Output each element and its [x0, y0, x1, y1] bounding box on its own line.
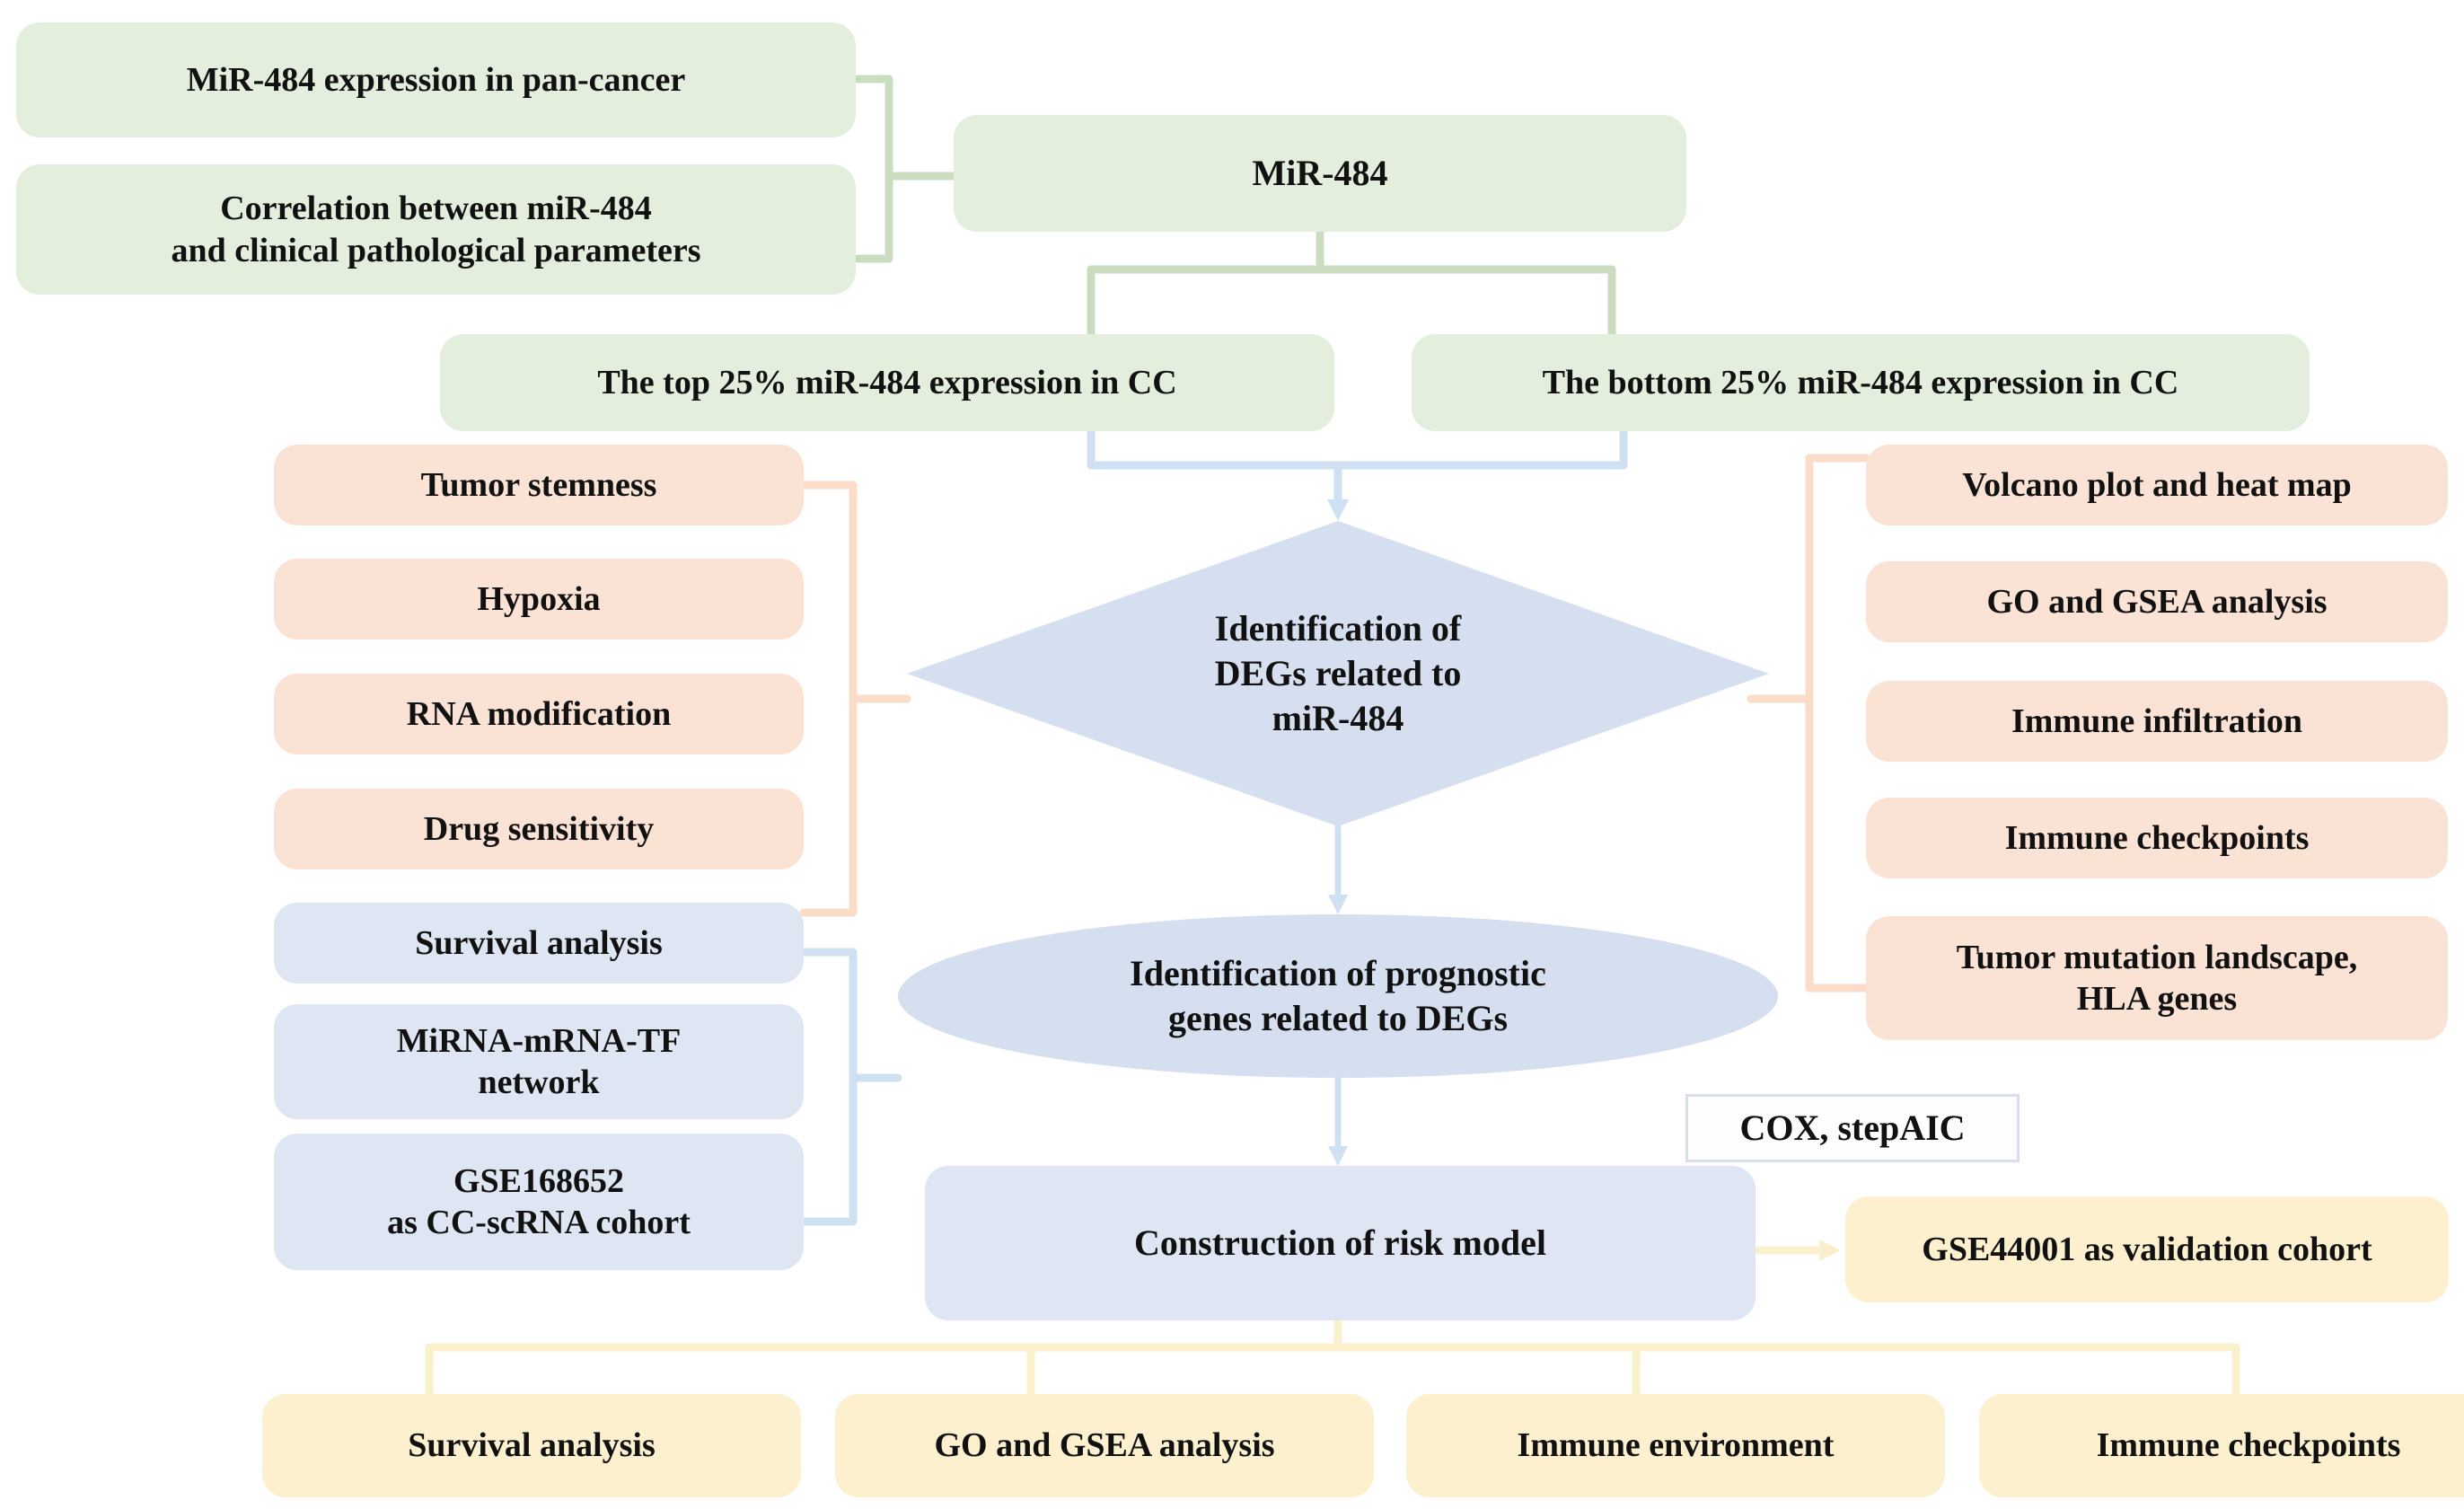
- box-correlation-clinical-parameters[interactable]: Correlation between miR-484 and clinical…: [16, 164, 856, 295]
- box-label: Immune checkpoints: [2096, 1426, 2401, 1465]
- box-label: Immune checkpoints: [2004, 818, 2310, 857]
- box-volcano-plot-heatmap[interactable]: Volcano plot and heat map: [1866, 445, 2448, 525]
- box-label: Survival analysis: [408, 1426, 656, 1465]
- note-cox-stepaic: COX, stepAIC: [1685, 1094, 2020, 1162]
- box-label: Tumor stemness: [420, 465, 657, 504]
- shape-label: Identification of DEGs related to miR-48…: [1214, 608, 1462, 738]
- connector-split-to-diamond: [1087, 425, 1628, 509]
- box-label: The bottom 25% miR-484 expression in CC: [1542, 363, 2179, 402]
- box-label: GSE168652 as CC-scRNA cohort: [387, 1161, 691, 1241]
- connector-riskmodel-to-bottom: [425, 1316, 2240, 1399]
- box-mir484-pan-cancer[interactable]: MiR-484 expression in pan-cancer: [16, 22, 856, 137]
- box-gse168652-cohort[interactable]: GSE168652 as CC-scRNA cohort: [274, 1134, 804, 1270]
- shape-identification-prognostic-genes[interactable]: Identification of prognostic genes relat…: [898, 914, 1778, 1078]
- box-root-mir484[interactable]: MiR-484: [954, 115, 1686, 232]
- connector-topleft-to-root: [853, 75, 958, 263]
- box-immune-checkpoints-bottom[interactable]: Immune checkpoints: [1979, 1394, 2464, 1497]
- arrowhead-riskmodel-to-validation: [1819, 1240, 1841, 1261]
- box-immune-checkpoints-right[interactable]: Immune checkpoints: [1866, 798, 2448, 878]
- box-tumor-stemness[interactable]: Tumor stemness: [274, 445, 804, 525]
- box-label: MiRNA-mRNA-TF network: [396, 1021, 682, 1101]
- box-hypoxia[interactable]: Hypoxia: [274, 559, 804, 640]
- box-construction-risk-model[interactable]: Construction of risk model: [925, 1166, 1756, 1320]
- arrowhead-diamond-to-ellipse: [1328, 895, 1348, 914]
- box-label: Immune environment: [1517, 1426, 1835, 1465]
- box-survival-analysis-bottom[interactable]: Survival analysis: [262, 1394, 801, 1497]
- box-label: Tumor mutation landscape, HLA genes: [1956, 938, 2358, 1018]
- ellipse-shape: [898, 914, 1778, 1078]
- connector-left-peach-bracket: [799, 481, 911, 917]
- shape-identification-degs[interactable]: Identification of DEGs related to miR-48…: [907, 521, 1769, 826]
- box-label: The top 25% miR-484 expression in CC: [597, 363, 1177, 402]
- box-label: Survival analysis: [415, 923, 663, 962]
- box-drug-sensitivity[interactable]: Drug sensitivity: [274, 789, 804, 869]
- box-label: GO and GSEA analysis: [934, 1426, 1275, 1465]
- box-label: Construction of risk model: [1134, 1222, 1546, 1263]
- box-label: GO and GSEA analysis: [1986, 582, 2328, 621]
- shape-label: Identification of prognostic genes relat…: [1130, 953, 1546, 1038]
- box-label: Volcano plot and heat map: [1962, 465, 2352, 504]
- connector-root-to-split: [1087, 227, 1616, 339]
- arrowhead-split-to-diamond: [1327, 499, 1349, 521]
- arrowhead-ellipse-to-riskmodel: [1328, 1146, 1348, 1166]
- box-immune-environment[interactable]: Immune environment: [1406, 1394, 1945, 1497]
- box-label: GSE44001 as validation cohort: [1922, 1230, 2372, 1268]
- box-label: Correlation between miR-484 and clinical…: [171, 190, 701, 269]
- box-label: Hypoxia: [477, 579, 601, 618]
- box-rna-modification[interactable]: RNA modification: [274, 674, 804, 754]
- box-mirna-mrna-tf-network[interactable]: MiRNA-mRNA-TF network: [274, 1004, 804, 1119]
- box-bottom-25-percent[interactable]: The bottom 25% miR-484 expression in CC: [1412, 334, 2310, 431]
- box-top-25-percent[interactable]: The top 25% miR-484 expression in CC: [440, 334, 1334, 431]
- box-label: MiR-484: [1252, 152, 1388, 193]
- box-go-gsea-analysis-right[interactable]: GO and GSEA analysis: [1866, 561, 2448, 642]
- box-survival-analysis-left[interactable]: Survival analysis: [274, 903, 804, 984]
- box-label: Immune infiltration: [2011, 702, 2303, 740]
- box-go-gsea-analysis-bottom[interactable]: GO and GSEA analysis: [835, 1394, 1374, 1497]
- box-gse44001-validation-cohort[interactable]: GSE44001 as validation cohort: [1845, 1196, 2449, 1302]
- note-label: COX, stepAIC: [1739, 1107, 1966, 1148]
- box-tumor-mutation-hla[interactable]: Tumor mutation landscape, HLA genes: [1866, 916, 2448, 1040]
- box-label: Drug sensitivity: [423, 809, 655, 848]
- box-immune-infiltration[interactable]: Immune infiltration: [1866, 681, 2448, 762]
- box-label: MiR-484 expression in pan-cancer: [186, 60, 686, 99]
- box-label: RNA modification: [406, 694, 672, 733]
- connector-left-blue-bracket: [799, 948, 902, 1226]
